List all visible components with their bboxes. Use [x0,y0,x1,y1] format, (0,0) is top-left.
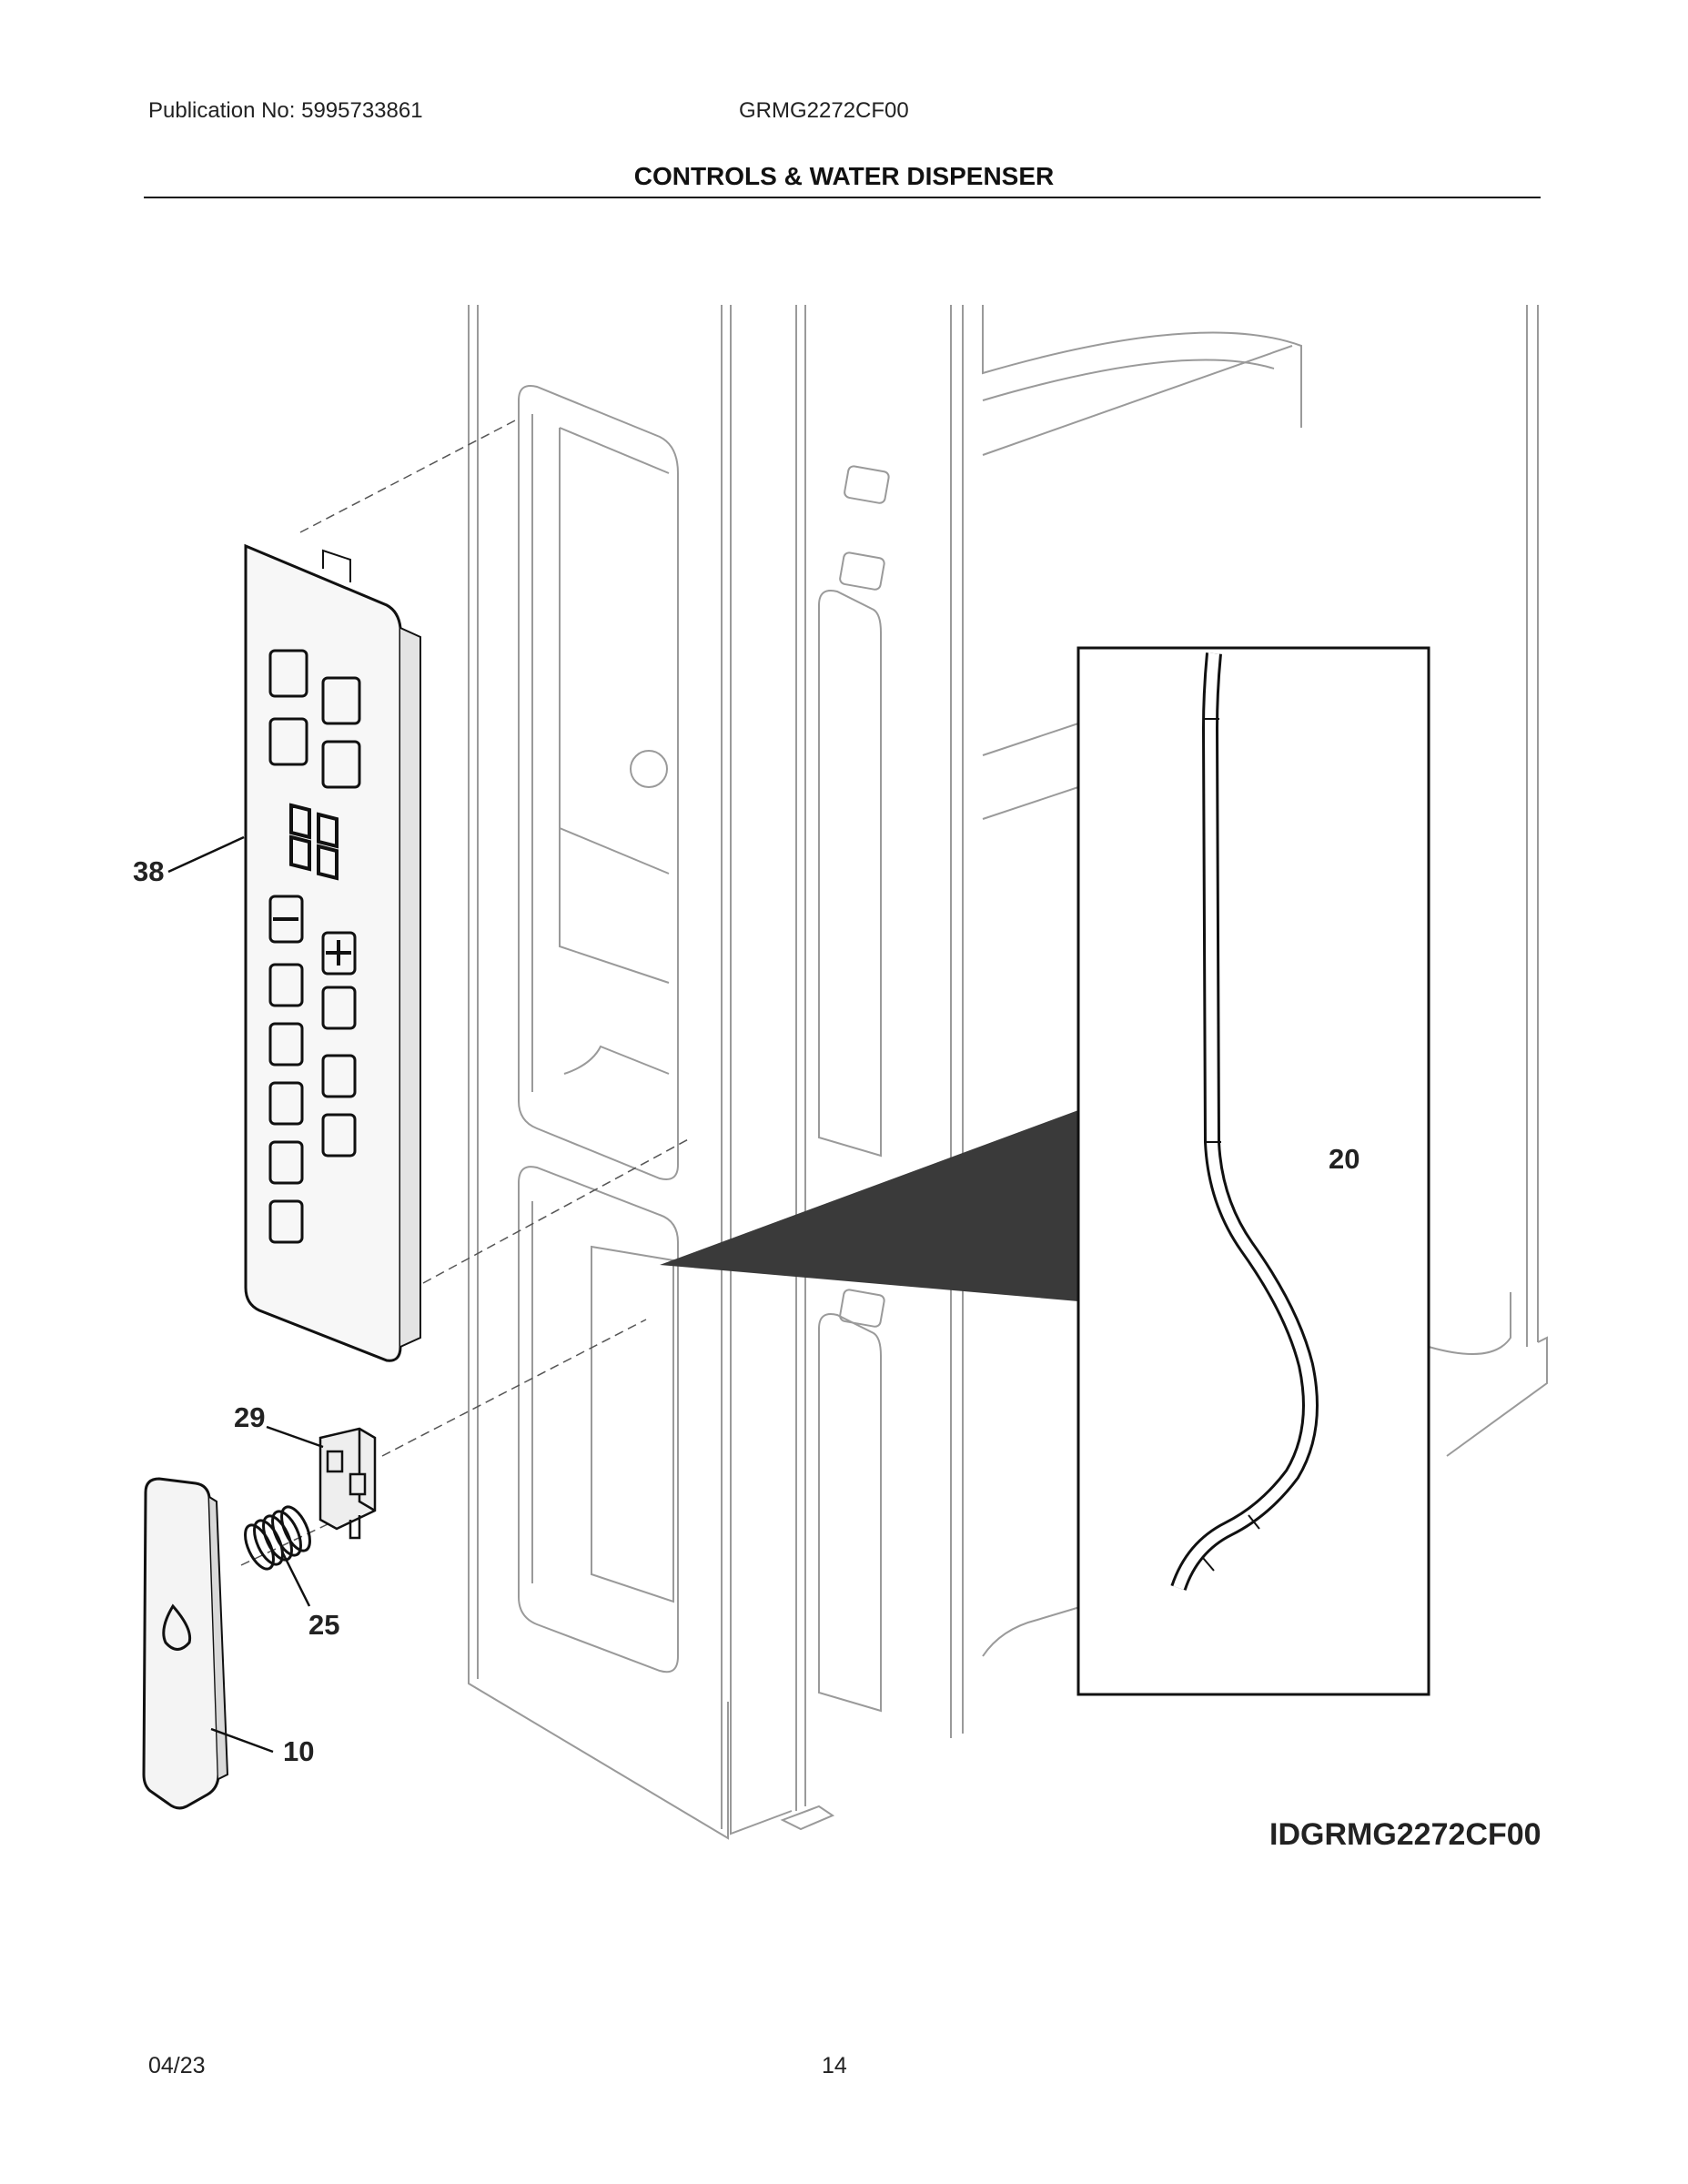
illustration-id: IDGRMG2272CF00 [1269,1817,1541,1852]
refrigerator-door-icon [468,305,1548,1840]
callout-20: 20 [1329,1143,1360,1175]
paddle-icon [142,1477,229,1810]
spring-icon [244,1505,311,1571]
control-panel-icon [244,543,421,1362]
tube-icon [1170,652,1319,1592]
publication-number: Publication No: 5995733861 [148,98,423,123]
header-rule [144,197,1541,198]
model-number: GRMG2272CF00 [739,98,909,123]
section-title: CONTROLS & WATER DISPENSER [633,162,1055,190]
detail-inset [1076,646,1430,1696]
publication-date: 04/23 [148,2053,206,2078]
switch-icon [318,1427,377,1540]
callout-10: 10 [283,1735,315,1767]
callout-29: 29 [234,1401,266,1433]
page-number: 14 [822,2053,847,2078]
callout-38: 38 [133,855,165,887]
callout-25: 25 [308,1609,340,1641]
